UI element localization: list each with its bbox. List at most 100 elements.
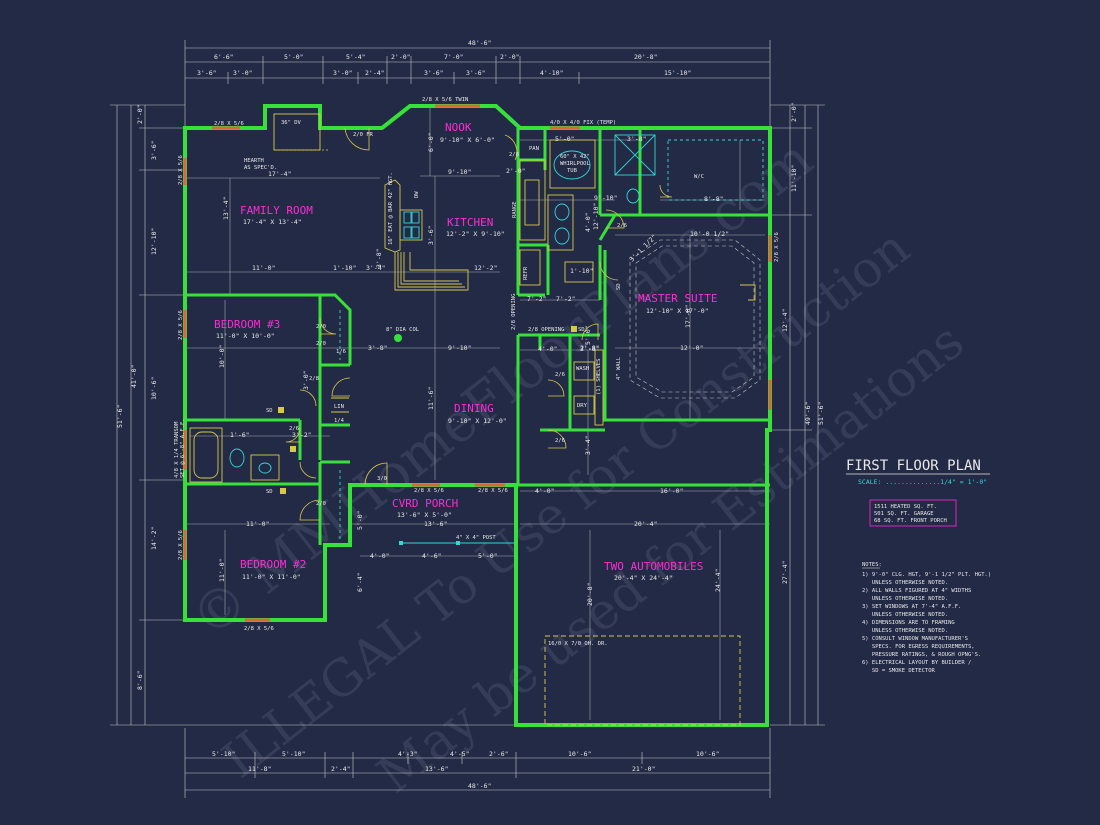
- room-kitchen-size: 12'-2" X 9'-10": [446, 230, 505, 238]
- room-bedroom2-size: 11'-0" X 11'-0": [242, 573, 301, 581]
- dim-in-1: 11'-0": [252, 264, 275, 272]
- dim-in-24: 5'-0": [555, 135, 575, 143]
- dim-in-45: 5'-0": [584, 325, 592, 345]
- room-dining-size: 9'-10" X 12'-0": [448, 417, 507, 425]
- dim-bot-r1-3: 4'-5": [450, 750, 470, 758]
- room-family-label: FAMILY ROOM: [240, 204, 313, 217]
- label-window-5: 2/8 X 5/6: [244, 626, 274, 632]
- label-sd-2: SD: [266, 489, 273, 495]
- dim-in-19: 10'-0 1/2": [690, 230, 729, 238]
- dim-in-38: 11'-0": [218, 559, 226, 582]
- room-porch-label: CVRD PORCH: [392, 497, 458, 510]
- note-line: UNLESS OTHERWISE NOTED.: [862, 612, 948, 618]
- note-line: PRESSURE RATINGS, & ROUGH OPNG'S.: [862, 652, 981, 658]
- dim-right-r1-2: 12'-4": [781, 309, 789, 332]
- windows: [183, 104, 772, 622]
- fixture-labels: 36" DV HEARTH AS SPEC'D. 2/0 FR 2/8 X 5/…: [174, 97, 780, 647]
- dim-in-35: 4'-6": [422, 552, 442, 560]
- label-fix-window: 4/0 X 4/0 FIX (TEMP): [550, 120, 616, 126]
- dim-in-42: 7'-2": [527, 295, 547, 303]
- label-opening-1: 2/8 OPENING: [511, 294, 517, 330]
- dim-in-28: 9'-10": [594, 194, 617, 202]
- dim-in-5: 13'-4": [222, 197, 230, 220]
- dim-in-16: 1'-6": [230, 431, 250, 439]
- dimension-lines: [110, 40, 825, 798]
- label-garage-door: 16/0 X 7/0 OH. DR.: [548, 641, 608, 647]
- dim-top-r2-4: 3'-6": [424, 69, 444, 77]
- dim-bot-r2-0: 11'-8": [248, 765, 271, 773]
- label-whirlpool-size: 60" X 42": [560, 154, 590, 160]
- label-shelves: (1) SHELVES: [596, 359, 602, 395]
- label-hearth: HEARTH: [244, 158, 264, 164]
- note-line: SPECS. FOR EGRESS REQUIREMENTS,: [862, 644, 975, 650]
- dim-in-12: 6'-0": [427, 132, 435, 152]
- dim-bot-r2-1: 2'-4": [331, 765, 351, 773]
- dim-bot-r2-2: 13'-6": [425, 765, 448, 773]
- area-garage: 501 SQ. FT. GARAGE: [874, 511, 934, 517]
- dim-in-21: 4'-0": [538, 345, 558, 353]
- dim-in-23: 2'-8": [580, 345, 600, 353]
- note-line: 5) CONSULT WINDOW MANUFACTURER'S: [862, 636, 968, 642]
- dim-in-46: 3'-0": [302, 370, 310, 390]
- dim-in-25: 8'-8": [704, 195, 724, 203]
- dim-top-r1-1: 5'-0": [284, 53, 304, 61]
- dim-top-r1-3: 2'-0": [391, 53, 411, 61]
- label-window-7: 2/8 X 5/6: [478, 488, 508, 494]
- dim-right-r1-3: 27'-4": [781, 561, 789, 584]
- room-garage-size: 20'-4" X 24'-4": [614, 574, 673, 582]
- dim-in-9: 10'-0": [218, 345, 226, 368]
- note-line: 3) SET WINDOWS AT 7'-4" A.F.F.: [862, 604, 961, 610]
- dim-in-6: 3'-8": [375, 248, 383, 268]
- label-door-20b: 2/0: [316, 341, 326, 347]
- label-transom: 4/8 X 1/4 TRANSOM: [174, 421, 180, 478]
- label-refr: REFR: [523, 266, 529, 280]
- dim-bot-r1-1: 5'-10": [282, 750, 305, 758]
- dim-top-r1-6: 20'-8": [634, 53, 657, 61]
- dim-in-10: 11'-0": [246, 520, 269, 528]
- dim-top-r1-5: 2'-0": [500, 53, 520, 61]
- label-dw: DW: [414, 191, 420, 198]
- label-window-8: 2/8 X 5/6: [774, 232, 780, 262]
- room-dining-label: DINING: [454, 402, 494, 415]
- note-line: UNLESS OTHERWISE NOTED.: [862, 580, 948, 586]
- label-door-28b: 2/8: [509, 152, 519, 158]
- note-line: SD = SMOKE DETECTOR: [862, 668, 936, 674]
- dim-top-r2-6: 4'-10": [540, 69, 563, 77]
- dim-in-40: 20'-8": [586, 583, 594, 606]
- dim-in-17: 3'-2": [292, 431, 312, 439]
- label-door-26a: 2/6: [555, 372, 565, 378]
- dim-top-r2-7: 15'-10": [664, 69, 691, 77]
- dim-left-total: 51'-6": [116, 405, 124, 428]
- dim-top-r2-3: 2'-4": [365, 69, 385, 77]
- label-door-28a: 2/8: [309, 376, 319, 382]
- area-porch: 68 SQ. FT. FRONT PORCH: [874, 518, 947, 524]
- plan-scale: SCALE: ..............1/4" = 1'-0": [858, 478, 987, 486]
- dim-in-36: 5'-0": [478, 552, 498, 560]
- dim-in-33: 13'-6": [424, 520, 447, 528]
- dim-in-39: 24'-4": [714, 569, 722, 592]
- fixtures: [189, 113, 764, 726]
- label-hearth-spec: AS SPEC'D.: [244, 165, 277, 171]
- room-bedroom3-size: 11'-0" X 10'-0": [216, 332, 275, 340]
- dim-right-r1-1: 11'-10": [790, 165, 798, 192]
- area-box: [869, 499, 957, 527]
- dim-in-2: 1'-10": [333, 264, 356, 272]
- label-column: 8" DIA COL: [386, 327, 420, 333]
- room-master-label: MASTER SUITE: [638, 292, 717, 305]
- label-fr-door: 2/0 FR: [353, 132, 374, 138]
- label-linen: LIN: [334, 404, 344, 410]
- door-swings: [285, 127, 673, 521]
- room-labels: NOOK 9'-10" X 6'-0" FAMILY ROOM 17'-4" X…: [214, 121, 717, 582]
- label-door-20c: 2/0: [316, 501, 326, 507]
- dim-left-r1-1: 3'-6": [150, 140, 158, 160]
- dim-in-4: 12'-2": [474, 264, 497, 272]
- dim-right-r1-0: 2'-0": [790, 102, 798, 122]
- note-line: UNLESS OTHERWISE NOTED.: [862, 628, 948, 634]
- label-bar: 16" EAT @ BAR 42" HGT.: [388, 172, 394, 245]
- dim-in-32: 20'-4": [634, 520, 657, 528]
- room-porch-size: 13'-6" X 5'-0": [397, 511, 452, 519]
- label-door-20a: 2/0: [316, 324, 326, 330]
- dim-top-r2-5: 3'-6": [466, 69, 486, 77]
- label-window-2: 2/8 X 5/6: [178, 155, 184, 185]
- dim-in-8: 9'-10": [448, 344, 471, 352]
